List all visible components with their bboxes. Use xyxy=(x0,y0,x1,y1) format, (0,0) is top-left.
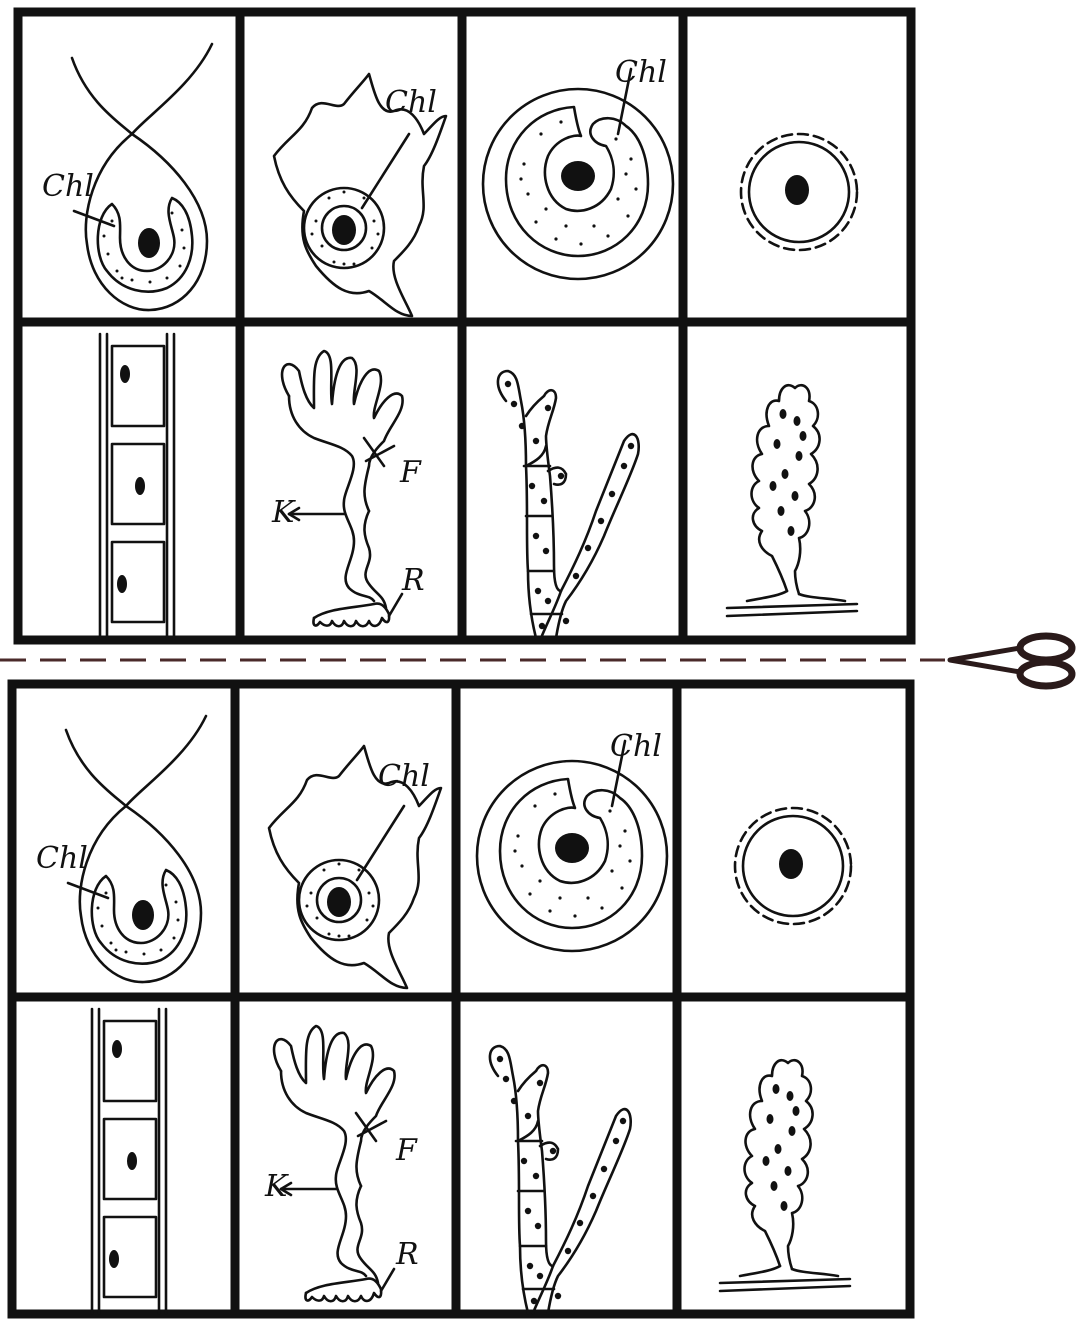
f-label: F xyxy=(395,1133,418,1168)
bottom-grid: Chl Chl Chl F K R xyxy=(12,684,910,1314)
chl-label: Chl xyxy=(378,759,430,794)
chl-label: Chl xyxy=(385,85,437,120)
k-label: K xyxy=(264,1169,289,1204)
r-label: R xyxy=(395,1237,419,1272)
k-label: K xyxy=(271,495,296,530)
r-label: R xyxy=(401,563,425,598)
chl-label: Chl xyxy=(615,55,667,90)
scissors-icon xyxy=(950,636,1072,686)
chl-label: Chl xyxy=(610,729,662,764)
chl-label: Chl xyxy=(36,841,88,876)
f-label: F xyxy=(399,455,422,490)
chl-label: Chl xyxy=(42,169,94,204)
top-grid: Chl Chl Chl F K R xyxy=(18,12,911,640)
